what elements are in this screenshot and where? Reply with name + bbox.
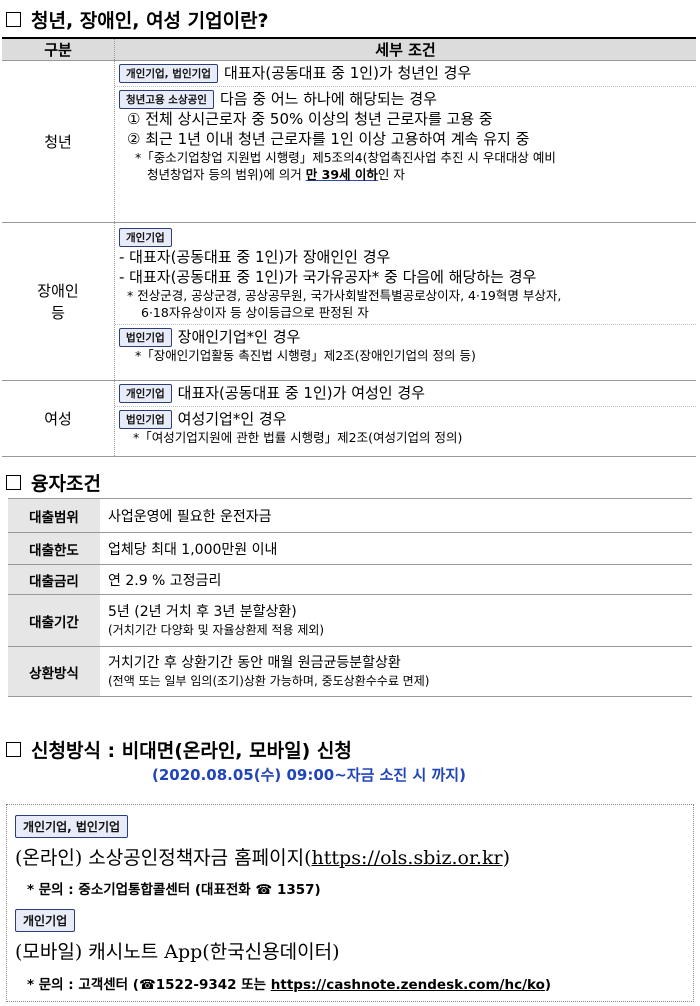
tag-individual-corporate: 개인기업, 법인기업 [119, 64, 218, 83]
category-disabled: 장애인 등 [2, 222, 115, 381]
row-label: 대출범위 [8, 498, 100, 533]
row-value: 5년 (2년 거치 후 3년 분할상환) (거치기간 다양화 및 자율상환제 적… [100, 594, 692, 647]
row-label: 대출기간 [8, 594, 100, 647]
tag-individual-corporate: 개인기업, 법인기업 [15, 815, 129, 838]
online-method: (온라인) 소상공인정책자금 홈페이지(https://ols.sbiz.or.… [15, 847, 510, 869]
checkbox-square-icon [6, 475, 21, 490]
table-row: 대출범위 사업운영에 필요한 운전자금 [8, 498, 692, 533]
list-item: ② 최근 1년 이내 청년 근로자를 1인 이상 고용하여 계속 유지 중 [127, 130, 530, 148]
table-header-row: 구분 세부 조건 [2, 37, 696, 61]
footnote: *「여성기업지원에 관한 법률 시행령」제2조(여성기업의 정의) [133, 430, 463, 445]
section-title-loan-conditions: 융자조건 [6, 469, 101, 496]
row-label: 대출한도 [8, 532, 100, 565]
checkbox-square-icon [6, 742, 21, 757]
footnote: 6·18자유상이자 등 상이등급으로 판정된 자 [141, 305, 369, 320]
row-value: 거치기간 후 상환기간 동안 매월 원금균등분할상환 (전액 또는 일부 임의(… [100, 646, 692, 697]
header-details: 세부 조건 [114, 37, 696, 61]
footnote: *「장애인기업활동 촉진법 시행령」제2조(장애인기업의 정의 등) [135, 348, 476, 363]
table-row: 대출금리 연 2.9 % 고정금리 [8, 564, 692, 595]
tag-corporate: 법인기업 [119, 328, 172, 347]
list-item: ① 전체 상시근로자 중 50% 이상의 청년 근로자를 고용 중 [127, 110, 493, 128]
category-youth: 청년 [2, 60, 115, 223]
category-female: 여성 [2, 380, 115, 457]
row-value: 사업운영에 필요한 운전자금 [100, 498, 692, 533]
checkbox-square-icon [6, 12, 21, 27]
section-title-application: 신청방식 : 비대면(온라인, 모바일) 신청 [6, 736, 352, 763]
footnote: *「중소기업창업 지원법 시행령」제5조의4(창업촉진사업 추진 시 우대대상 … [135, 150, 556, 165]
cashnote-link[interactable]: https://cashnote.zendesk.com/hc/ko [270, 977, 545, 993]
tag-individual: 개인기업 [15, 909, 76, 932]
loan-conditions-table: 대출범위 사업운영에 필요한 운전자금 대출한도 업체당 최대 1,000만원 … [8, 498, 692, 697]
header-category: 구분 [2, 37, 115, 61]
online-link[interactable]: https://ols.sbiz.or.kr [311, 847, 503, 869]
details-disabled: 개인기업 - 대표자(공동대표 중 1인)가 장애인인 경우 - 대표자(공동대… [114, 222, 696, 381]
tag-youth-employment: 청년고용 소상공인 [119, 90, 214, 109]
row-label: 대출금리 [8, 564, 100, 595]
table-row: 대출기간 5년 (2년 거치 후 3년 분할상환) (거치기간 다양화 및 자율… [8, 594, 692, 647]
online-inquiry: * 문의 : 중소기업통합콜센터 (대표전화 ☎ 1357) [27, 882, 321, 898]
footnote: 청년창업자 등의 범위)에 의거 만 39세 이하인 자 [147, 167, 405, 182]
row-label: 상환방식 [8, 646, 100, 697]
application-methods-box: 개인기업, 법인기업 (온라인) 소상공인정책자금 홈페이지(https://o… [6, 804, 694, 1002]
application-period: (2020.08.05(수) 09:00~자금 소진 시 까지) [152, 766, 466, 784]
mobile-inquiry: * 문의 : 고객센터 (☎1522-9342 또는 https://cashn… [27, 977, 552, 993]
table-row: 대출한도 업체당 최대 1,000만원 이내 [8, 532, 692, 565]
footnote: * 전상군경, 공상군경, 공상공무원, 국가사회발전특별공로상이자, 4·19… [127, 288, 562, 303]
row-value: 연 2.9 % 고정금리 [100, 564, 692, 595]
tag-corporate: 법인기업 [119, 410, 172, 429]
row-disabled: 장애인 등 개인기업 - 대표자(공동대표 중 1인)가 장애인인 경우 - 대… [2, 222, 696, 381]
tag-individual: 개인기업 [119, 384, 172, 403]
row-value: 업체당 최대 1,000만원 이내 [100, 532, 692, 565]
section-title-eligibility: 청년, 장애인, 여성 기업이란? [6, 6, 269, 33]
table-row: 상환방식 거치기간 후 상환기간 동안 매월 원금균등분할상환 (전액 또는 일… [8, 646, 692, 697]
tag-individual: 개인기업 [119, 228, 172, 247]
mobile-method: (모바일) 캐시노트 App(한국신용데이터) [15, 941, 340, 963]
